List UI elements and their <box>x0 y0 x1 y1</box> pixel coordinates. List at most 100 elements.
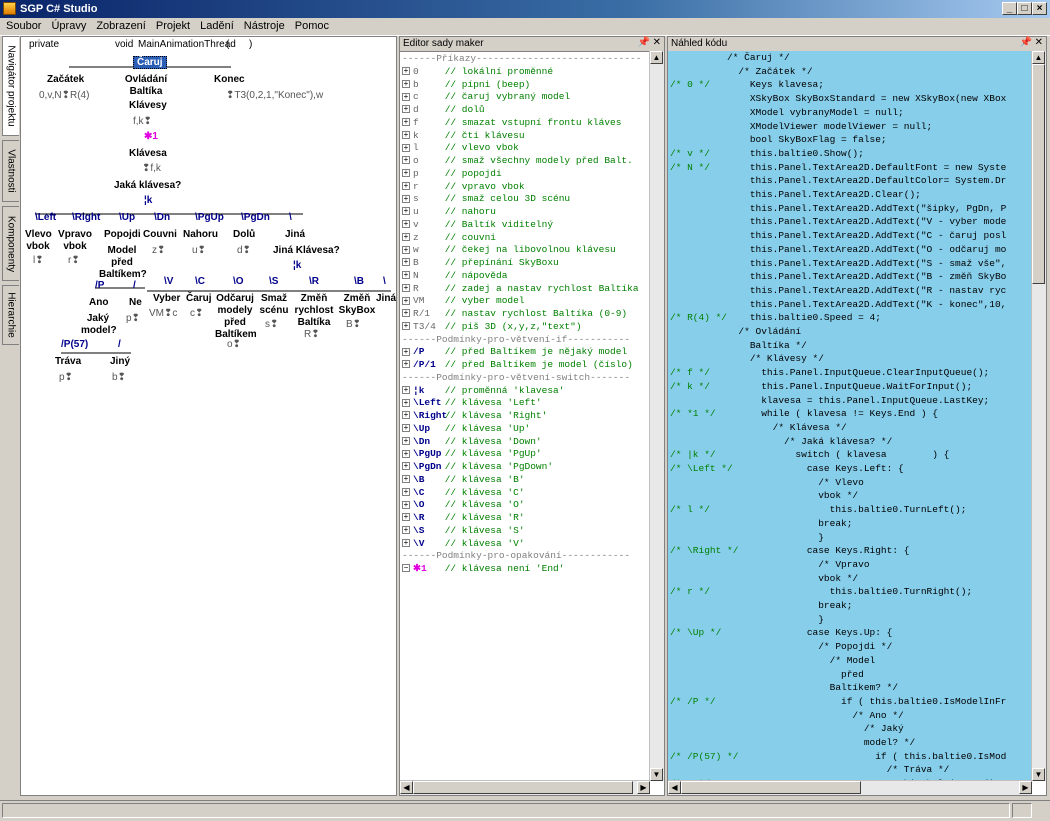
code-line[interactable]: /* R(4) */ this.baltie0.Speed = 4; <box>670 312 881 324</box>
code-hscroll[interactable]: ◀ ▶ <box>668 780 1032 795</box>
code-line[interactable]: /* Jaký <box>670 723 904 735</box>
macro-item[interactable]: +\O // klávesa 'O' <box>402 499 525 511</box>
tree-node-konec[interactable]: Konec <box>214 74 245 85</box>
tree-case-pgdn[interactable]: \PgDn <box>241 212 270 223</box>
tree-cmd-fk2[interactable]: ❢f,k <box>142 163 161 174</box>
expand-icon[interactable]: + <box>402 206 410 216</box>
tree-case-o[interactable]: \O <box>233 276 244 287</box>
tree-node-jina2[interactable]: Jiná <box>376 293 397 304</box>
macro-item[interactable]: +v // Baltík viditelný <box>402 218 554 230</box>
code-line[interactable]: /* Popojdi */ <box>670 641 893 653</box>
code-line[interactable]: /* \Left */ case Keys.Left: { <box>670 463 904 474</box>
code-line[interactable]: /* k */ this.Panel.InputQueue.WaitForInp… <box>670 380 973 392</box>
tree-else2[interactable]: / <box>118 339 121 350</box>
macro-item[interactable]: +l // vlevo vbok <box>402 142 519 154</box>
code-line[interactable]: /* l */ this.baltie0.TurnLeft(); <box>670 504 967 516</box>
code-line[interactable]: /* \Up */ case Keys.Up: { <box>670 627 893 639</box>
tree-cmd-jiny[interactable]: b❢ <box>112 372 126 383</box>
macro-section-header[interactable]: ------Příkazy---------------------------… <box>402 53 642 64</box>
expand-icon[interactable]: + <box>402 104 410 114</box>
tree-node-odcaruj[interactable]: Odčaruj modely před Baltíkem <box>215 293 257 340</box>
macro-item[interactable]: +0 // lokální proměnné <box>402 65 554 77</box>
tab-navigator[interactable]: Navigátor projektu <box>2 36 19 136</box>
code-line[interactable]: } <box>670 613 824 625</box>
expand-icon[interactable]: + <box>402 244 410 254</box>
close-button[interactable]: × <box>1032 2 1047 15</box>
tree-node-vyber[interactable]: Vyber <box>153 293 181 304</box>
tree-case-v[interactable]: \V <box>164 276 174 287</box>
macro-item[interactable]: +r // vpravo vbok <box>402 180 525 192</box>
tree-node-ano[interactable]: Ano <box>89 297 109 308</box>
code-hscroll-thumb[interactable] <box>681 781 861 794</box>
expand-icon[interactable]: + <box>402 448 410 458</box>
scroll-up-icon[interactable]: ▲ <box>650 51 663 64</box>
code-line[interactable]: XModelViewer modelViewer = null; <box>670 120 933 132</box>
macro-hscroll[interactable]: ◀ ▶ <box>400 780 650 795</box>
pin-icon[interactable]: 📌 <box>637 37 650 48</box>
code-area[interactable]: /* Čaruj */ /* Začátek *//* 0 */ Keys kl… <box>668 51 1032 781</box>
expand-icon[interactable]: + <box>402 525 410 535</box>
code-line[interactable]: /* v */ this.baltie0.Show(); <box>670 147 864 159</box>
tree-node-ne[interactable]: Ne <box>129 297 142 308</box>
tree-node-jina[interactable]: Jiná <box>285 229 306 240</box>
tree-case-c[interactable]: \C <box>195 276 205 287</box>
code-line[interactable]: Baltíka */ <box>670 339 807 351</box>
macro-item[interactable]: +\S // klávesa 'S' <box>402 524 525 536</box>
expand-icon[interactable]: + <box>402 474 410 484</box>
scroll-left-icon[interactable]: ◀ <box>400 781 413 794</box>
code-line[interactable]: /* Čaruj */ <box>670 52 790 63</box>
code-line[interactable]: /* 0 */ Keys klavesa; <box>670 79 824 91</box>
code-line[interactable]: break; <box>670 517 853 529</box>
expand-icon[interactable]: + <box>402 231 410 241</box>
code-line[interactable]: /* f */ this.Panel.InputQueue.ClearInput… <box>670 367 990 379</box>
code-line[interactable]: this.Panel.TextArea2D.AddText("C - čaruj… <box>670 230 1007 242</box>
tree-cmd-zacatek[interactable]: 0,v,N❢R(4) <box>39 90 90 101</box>
minimize-button[interactable]: _ <box>1002 2 1017 15</box>
tree-node-klavesy[interactable]: Klávesy <box>129 100 167 111</box>
code-line[interactable]: Baltíkem? */ <box>670 682 899 694</box>
tree-node-trava[interactable]: Tráva <box>55 356 82 367</box>
expand-icon[interactable]: + <box>402 155 410 165</box>
expand-icon[interactable]: + <box>402 410 410 420</box>
expand-icon[interactable]: + <box>402 486 410 496</box>
menu-ladeni[interactable]: Ladění <box>200 20 234 32</box>
code-line[interactable]: /* /P */ if ( this.baltie0.IsModelInFr <box>670 695 1007 707</box>
tree-node-smaz[interactable]: Smaž scénu <box>259 293 289 316</box>
code-line[interactable]: /* Klávesa */ <box>670 421 847 433</box>
code-line[interactable]: /* Model <box>670 654 876 666</box>
macro-section-header[interactable]: ------Podmínky-pro-větvení-if----------- <box>402 333 631 345</box>
code-line[interactable]: /* Jaká klávesa? */ <box>670 435 893 447</box>
expand-icon[interactable]: + <box>402 282 410 292</box>
code-line[interactable]: } <box>670 531 824 543</box>
tree-loop-node[interactable]: ✱1 <box>144 131 158 142</box>
tree-cmd-rr[interactable]: R❢ <box>304 329 320 340</box>
expand-icon[interactable]: + <box>402 435 410 445</box>
tree-case-r[interactable]: \R <box>309 276 319 287</box>
tree-cmd-c[interactable]: c❢ <box>190 308 204 319</box>
tree-case-s[interactable]: \S <box>269 276 279 287</box>
macro-item[interactable]: −✱1 // klávesa není 'End' <box>402 563 565 574</box>
tree-cmd-r[interactable]: r❢ <box>68 255 80 266</box>
maximize-button[interactable]: □ <box>1017 2 1032 15</box>
expand-icon[interactable]: + <box>402 537 410 547</box>
tab-hierarchy[interactable]: Hierarchie <box>2 285 19 345</box>
macro-section-header[interactable]: ------Podmínky-pro-opakování------------ <box>402 550 631 562</box>
macro-item[interactable]: +c // čaruj vybraný model <box>402 91 571 103</box>
tree-node-jaka[interactable]: Jaká klávesa? <box>114 180 182 191</box>
program-tree-panel[interactable]: private void MainAnimationThread ( ) Čar… <box>20 36 397 796</box>
expand-icon[interactable]: + <box>402 321 410 331</box>
code-line[interactable]: this.Panel.TextArea2D.AddText("šipky, Pg… <box>670 202 1007 214</box>
tree-case-other2[interactable]: \ <box>383 276 386 287</box>
tree-cmd-l[interactable]: l❢ <box>33 255 44 266</box>
macro-item[interactable]: +d // dolů <box>402 104 485 115</box>
tree-cmd-b[interactable]: B❢ <box>346 319 362 330</box>
macro-item[interactable]: +\Up // klávesa 'Up' <box>402 422 531 434</box>
code-line[interactable]: XModel vybranyModel = null; <box>670 106 904 118</box>
close-icon[interactable]: ✕ <box>652 37 661 48</box>
tree-cmd-u[interactable]: u❢ <box>192 245 206 256</box>
tree-cmd-z[interactable]: z❢ <box>152 245 166 256</box>
code-line[interactable]: /* \Right */ case Keys.Right: { <box>670 545 910 557</box>
expand-icon[interactable]: + <box>402 295 410 305</box>
expand-icon[interactable]: + <box>402 168 410 178</box>
menu-zobrazeni[interactable]: Zobrazení <box>96 20 146 32</box>
